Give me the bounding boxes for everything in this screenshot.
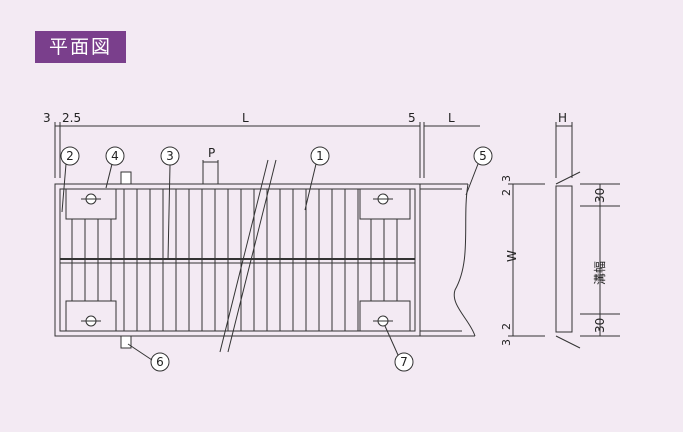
bolt-icon [373, 193, 393, 205]
dim-top-3: 3 [500, 175, 513, 182]
dim-left-3: 3 [43, 111, 51, 125]
callout-2: 2 [66, 149, 74, 163]
bolt-icon [81, 193, 101, 205]
dim-30-bot: 30 [593, 318, 607, 333]
bolt-icon [81, 315, 101, 327]
callout-4: 4 [111, 149, 119, 163]
callout-3: 3 [166, 149, 174, 163]
callout-7: 7 [400, 355, 408, 369]
callout-5: 5 [479, 149, 487, 163]
dim-P: P [208, 146, 215, 160]
side-view [555, 185, 573, 333]
dim-H: H [558, 111, 567, 125]
dim-bot-2: 2 [500, 323, 513, 330]
dim-right-L: L [448, 111, 455, 125]
dim-left-2-5: 2.5 [62, 111, 81, 125]
dim-bot-3: 3 [500, 339, 513, 346]
dim-right-5: 5 [408, 111, 416, 125]
dim-groove-width: 溝幅 [592, 261, 607, 285]
dim-30-top: 30 [593, 188, 607, 203]
bolt-icon [373, 315, 393, 327]
dim-top-2: 2 [500, 189, 513, 196]
callout-1: 1 [316, 149, 324, 163]
callout-6: 6 [156, 355, 164, 369]
title-badge: 平面図 [35, 31, 126, 63]
grating-frame [54, 183, 421, 337]
dim-L: L [242, 111, 249, 125]
dim-W: W [505, 250, 519, 262]
